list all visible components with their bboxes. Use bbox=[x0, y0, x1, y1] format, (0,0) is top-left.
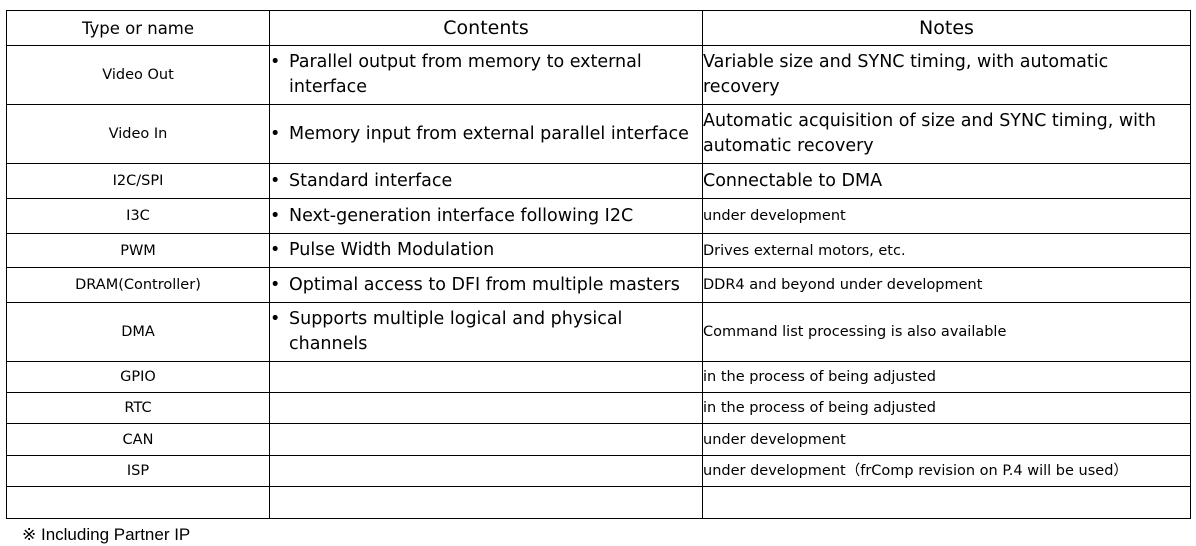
bullet-text: Supports multiple logical and physical c… bbox=[289, 309, 623, 354]
bullet-item: • Next-generation interface following I2… bbox=[270, 204, 702, 229]
bullet-text: Standard interface bbox=[289, 170, 453, 191]
row-contents: • Optimal access to DFI from multiple ma… bbox=[269, 267, 703, 303]
row-name: DRAM(Controller) bbox=[6, 267, 270, 303]
bullet-item: • Standard interface bbox=[270, 169, 702, 194]
row-notes: Variable size and SYNC timing, with auto… bbox=[702, 45, 1191, 105]
bullet-text: Parallel output from memory to external … bbox=[289, 52, 642, 97]
row-notes: under development（frComp revision on P.4… bbox=[702, 455, 1191, 487]
ip-table: Type or name Contents Notes Video Out • … bbox=[6, 10, 1191, 519]
bullet-text: Memory input from external parallel inte… bbox=[289, 123, 689, 144]
bullet-icon: • bbox=[270, 205, 281, 226]
bullet-text: Pulse Width Modulation bbox=[289, 240, 495, 260]
row-contents: • Memory input from external parallel in… bbox=[269, 104, 703, 164]
table-row: I3C • Next-generation interface followin… bbox=[6, 198, 1191, 234]
row-contents bbox=[269, 361, 703, 393]
table-row: Video In • Memory input from external pa… bbox=[6, 104, 1191, 164]
row-name: RTC bbox=[6, 392, 270, 424]
row-name: I2C/SPI bbox=[6, 163, 270, 199]
table-row: CAN under development bbox=[6, 423, 1191, 456]
row-name: PWM bbox=[6, 233, 270, 268]
header-notes: Notes bbox=[702, 10, 1191, 46]
row-contents: • Parallel output from memory to externa… bbox=[269, 45, 703, 105]
bullet-item: • Optimal access to DFI from multiple ma… bbox=[270, 273, 702, 298]
bullet-icon: • bbox=[270, 52, 281, 72]
bullet-item: • Pulse Width Modulation bbox=[270, 238, 702, 263]
header-contents: Contents bbox=[269, 10, 703, 46]
table-row: DMA • Supports multiple logical and phys… bbox=[6, 302, 1191, 362]
row-contents bbox=[269, 486, 703, 519]
table-row: Video Out • Parallel output from memory … bbox=[6, 45, 1191, 105]
table-row: I2C/SPI • Standard interface Connectable… bbox=[6, 163, 1191, 199]
bullet-item: • Memory input from external parallel in… bbox=[270, 122, 702, 147]
bullet-icon: • bbox=[270, 309, 281, 329]
row-notes: Drives external motors, etc. bbox=[702, 233, 1191, 268]
header-row: Type or name Contents Notes bbox=[6, 10, 1191, 46]
table-row: RTC in the process of being adjusted bbox=[6, 392, 1191, 424]
row-contents: • Standard interface bbox=[269, 163, 703, 199]
row-name: Video In bbox=[6, 104, 270, 164]
row-notes: Command list processing is also availabl… bbox=[702, 302, 1191, 362]
row-name: ISP bbox=[6, 455, 270, 487]
bullet-item: • Parallel output from memory to externa… bbox=[270, 50, 702, 100]
footnote: ※ Including Partner IP bbox=[22, 525, 191, 544]
row-notes: Automatic acquisition of size and SYNC t… bbox=[702, 104, 1191, 164]
row-notes: in the process of being adjusted bbox=[702, 392, 1191, 424]
row-name: I3C bbox=[6, 198, 270, 234]
row-notes: Connectable to DMA bbox=[702, 163, 1191, 199]
table-row: DRAM(Controller) • Optimal access to DFI… bbox=[6, 267, 1191, 303]
row-contents bbox=[269, 392, 703, 424]
bullet-icon: • bbox=[270, 170, 281, 191]
row-name: Video Out bbox=[6, 45, 270, 105]
table-row: GPIO in the process of being adjusted bbox=[6, 361, 1191, 393]
row-contents bbox=[269, 423, 703, 456]
row-contents: • Pulse Width Modulation bbox=[269, 233, 703, 268]
bullet-icon: • bbox=[270, 123, 281, 144]
bullet-icon: • bbox=[270, 240, 281, 260]
row-name: GPIO bbox=[6, 361, 270, 393]
row-name: DMA bbox=[6, 302, 270, 362]
row-notes: in the process of being adjusted bbox=[702, 361, 1191, 393]
table-row: ISP under development（frComp revision on… bbox=[6, 455, 1191, 487]
table-row: PWM • Pulse Width Modulation Drives exte… bbox=[6, 233, 1191, 268]
bullet-text: Next-generation interface following I2C bbox=[289, 205, 634, 226]
header-type-or-name: Type or name bbox=[6, 10, 270, 46]
bullet-icon: • bbox=[270, 274, 281, 295]
row-contents: • Next-generation interface following I2… bbox=[269, 198, 703, 234]
row-name bbox=[6, 486, 270, 519]
row-notes: under development bbox=[702, 198, 1191, 234]
row-notes: DDR4 and beyond under development bbox=[702, 267, 1191, 303]
row-contents: • Supports multiple logical and physical… bbox=[269, 302, 703, 362]
bullet-text: Optimal access to DFI from multiple mast… bbox=[289, 274, 680, 295]
row-contents bbox=[269, 455, 703, 487]
row-name: CAN bbox=[6, 423, 270, 456]
bullet-item: • Supports multiple logical and physical… bbox=[270, 307, 702, 357]
row-notes bbox=[702, 486, 1191, 519]
table-row bbox=[6, 486, 1191, 519]
row-notes: under development bbox=[702, 423, 1191, 456]
